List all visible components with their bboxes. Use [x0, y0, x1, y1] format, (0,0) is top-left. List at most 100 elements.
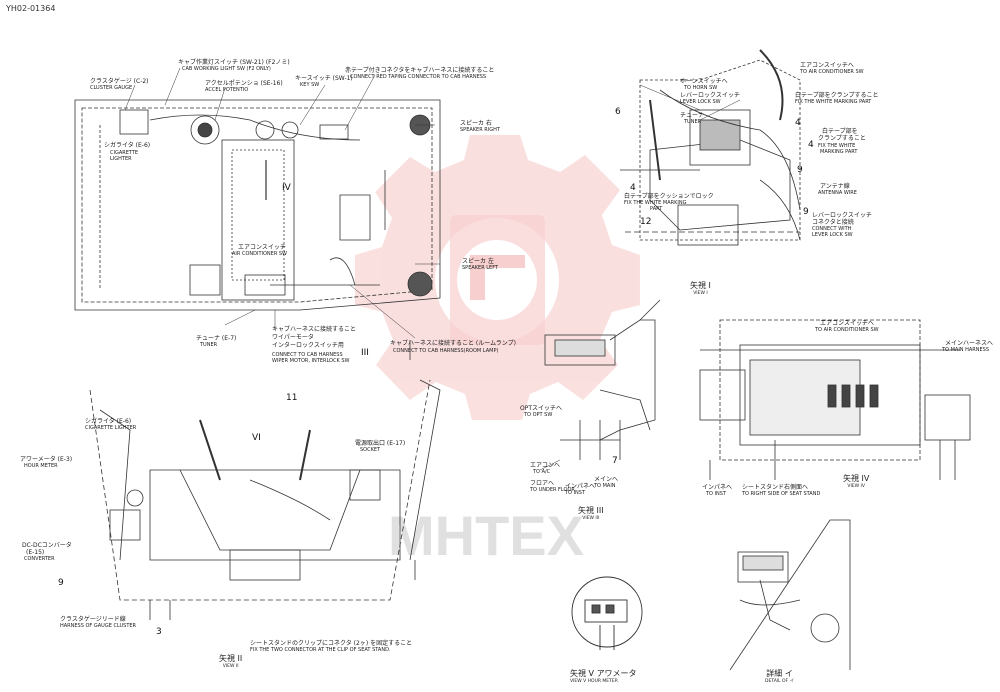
- detail-caption-en: DETAIL OF イ: [765, 679, 795, 684]
- roman-iii-marker: III: [361, 348, 369, 358]
- v2-cig-lighter-label-en: CIGARETTE LIGHTER: [85, 425, 137, 431]
- view2-caption-en: VIEW II: [222, 664, 239, 669]
- v1-white-marking-label: 白テープ部をクランプすること: [795, 92, 879, 99]
- view5-caption: 矢視 V アワメータ VIEW V HOUR METER: [570, 670, 637, 686]
- view1-caption: 矢視 I VIEW I: [690, 282, 711, 298]
- top-view-drawing: [74, 99, 441, 360]
- v2-socket-label: 電源取出口 (E-17): [355, 440, 406, 447]
- v3-ac-label-en: TO A/C: [533, 469, 551, 475]
- v1-white-tape-a: 白テープ部を: [822, 128, 858, 135]
- accel-pot-label: アクセルポテンショ (SE-16): [205, 80, 283, 87]
- speaker-right-label-en: SPEAKER RIGHT: [460, 127, 500, 133]
- v1-callout-4a: 4: [795, 118, 801, 128]
- view3-drawing: [544, 299, 661, 460]
- speaker-left-label-en: SPEAKER LEFT: [462, 265, 499, 271]
- v1-white-marking2-label: 白テープ部をクッションでロック: [624, 193, 714, 200]
- roman-iv-marker: IV: [282, 183, 291, 193]
- v1-antenna-label: アンテナ線: [820, 183, 850, 190]
- key-sw-label-en: KEY SW: [300, 82, 320, 88]
- tuner-label: チューナ (E-7): [196, 335, 237, 342]
- v1-white-marking2-label-en2: PART: [650, 206, 663, 212]
- view4-caption: 矢視 IV VIEW IV: [843, 475, 869, 491]
- v2-callout-11: 11: [286, 393, 298, 403]
- cluster-gauge-label: クラスタゲージ (C-2): [90, 78, 149, 85]
- v4-aircon-label-en: TO AIR CONDITIONER SW: [815, 327, 879, 333]
- v2-gauge-harness-label-en: HARNESS OF GAUGE CLUSTER: [60, 623, 137, 629]
- speaker-left-label: スピーカ 左: [462, 258, 494, 265]
- cluster-gauge-label-en: CLUSTER GAUGE: [90, 85, 133, 91]
- v1-horn-label-en: TO HORN SW: [684, 85, 718, 91]
- cab-work-light-label-en: CAB WORKING LIGHT SW (F2 ONLY): [182, 66, 271, 72]
- v2-callout-9: 9: [58, 578, 64, 588]
- accel-pot-label-en: ACCEL POTENTIO: [205, 87, 249, 93]
- aircon-sw-label-en: AIR CONDITIONER SW: [232, 251, 287, 257]
- v4-aircon-label: エアコンスイッチへ: [820, 320, 874, 327]
- red-tape-label: 赤テープ付きコネクタをキャブハーネスに接続すること: [345, 67, 495, 74]
- v2-dcdc-label: DC-DCコンバータ: [22, 542, 72, 549]
- v1-callout-4b: 4: [808, 140, 814, 150]
- view5-caption-text: 矢視 V: [570, 669, 595, 678]
- watermark-logo: [355, 135, 640, 420]
- v1-callout-6: 6: [615, 107, 621, 117]
- v3-callout-7: 7: [612, 456, 618, 466]
- v2-gauge-harness-label: クラスタゲージリード線: [60, 616, 126, 623]
- v3-main-label: メインへ: [594, 476, 619, 483]
- view3-caption: 矢視 III VIEW III: [578, 507, 604, 523]
- wiper-motor-label: ワイパーモータ: [272, 334, 314, 341]
- red-tape-label-en: CONNECT RED TAPING CONNECTOR TO CAB HARN…: [350, 74, 487, 80]
- cig-lighter-label-en2: LIGHTER: [110, 156, 132, 162]
- detail-caption: 詳細 イ DETAIL OF イ: [765, 670, 794, 686]
- v3-inst-label-en: TO INST: [565, 490, 586, 496]
- v1-lever-lock2b-label: コネクタと接続: [812, 219, 854, 226]
- v2-roman-vi: VI: [252, 433, 261, 443]
- v2-dcdc-id: (E-15): [26, 549, 45, 556]
- cig-lighter-label-en1: CIGARETTE: [110, 150, 139, 156]
- v1-white-marking-label-en: FIX THE WHITE MARKING PART: [795, 99, 872, 105]
- v4-seat-stand-label: シートスタンド右側面へ: [742, 484, 809, 491]
- v4-main-harness-label: メインハーネスへ: [945, 340, 994, 347]
- view5-drawing: [571, 576, 643, 650]
- v3-floor-label-en: TO UNDER FLOOR: [530, 487, 575, 493]
- room-lamp-label-en: CONNECT TO CAB HARNESS(ROOM LAMP): [393, 348, 499, 354]
- view2-drawing: [89, 379, 441, 620]
- v2-seat-stand-label-en: FIX THE TWO CONNECTOR AT THE CLIP OF SEA…: [250, 647, 391, 653]
- v2-cig-lighter-label: シガライタ (E-6): [85, 418, 132, 425]
- v4-inst-label: インパネへ: [702, 484, 733, 491]
- v3-inst-label: インパネへ: [565, 483, 596, 490]
- v1-white-tape-en2: MARKING PART: [820, 149, 858, 155]
- v3-opt-label: OPTスイッチへ: [520, 405, 563, 412]
- document-id: YH02-01364: [6, 4, 56, 13]
- v1-tuner-label-en: TUNER: [684, 119, 702, 125]
- v1-callout-9b: 9: [803, 207, 809, 217]
- v2-seat-stand-label: シートスタンドのクリップにコネクタ (2ヶ) を固定すること: [250, 640, 413, 647]
- v1-lever-lock2-label: レバーロックスイッチ: [812, 212, 872, 219]
- v1-lever-lock-label: レバーロックスイッチ: [680, 92, 740, 99]
- v3-floor-label: フロアへ: [530, 480, 555, 487]
- view1-drawing: [620, 49, 801, 246]
- v1-horn-label: ホーンスイッチへ: [680, 78, 728, 85]
- view3-caption-text: 矢視 III: [578, 506, 604, 515]
- v2-socket-label-en: SOCKET: [360, 447, 381, 453]
- v1-callout-4c: 4: [630, 183, 636, 193]
- tuner-label-en: TUNER: [200, 342, 218, 348]
- leader-lines: [124, 67, 741, 471]
- view4-drawing: [699, 319, 971, 480]
- view2-caption-text: 矢視 II: [219, 654, 243, 663]
- v3-opt-label-en: TO OPT SW: [524, 412, 553, 418]
- v1-callout-9a: 9: [797, 165, 803, 175]
- view1-caption-en: VIEW I: [693, 291, 708, 296]
- cig-lighter-label: シガライタ (E-6): [104, 142, 151, 149]
- room-lamp-label: キャブハーネスに接続すること (ルームランプ): [390, 340, 516, 347]
- watermark-text: MHTEX: [388, 504, 584, 567]
- connect-cab-label-en: CONNECT TO CAB HARNESS: [272, 352, 343, 358]
- v1-aircon-label-en: TO AIR CONDITIONER SW: [800, 69, 864, 75]
- view3-caption-en: VIEW III: [582, 516, 600, 521]
- v2-hour-meter-label-en: HOUR METER: [24, 463, 58, 469]
- view4-caption-en: VIEW IV: [847, 484, 865, 489]
- v2-callout-3: 3: [156, 627, 162, 637]
- v4-main-harness-label-en: TO MAIN HARNESS: [942, 347, 990, 353]
- v2-hour-meter-label: アワーメータ (E-3): [20, 456, 73, 463]
- v1-tuner-label: チューナ: [680, 112, 705, 119]
